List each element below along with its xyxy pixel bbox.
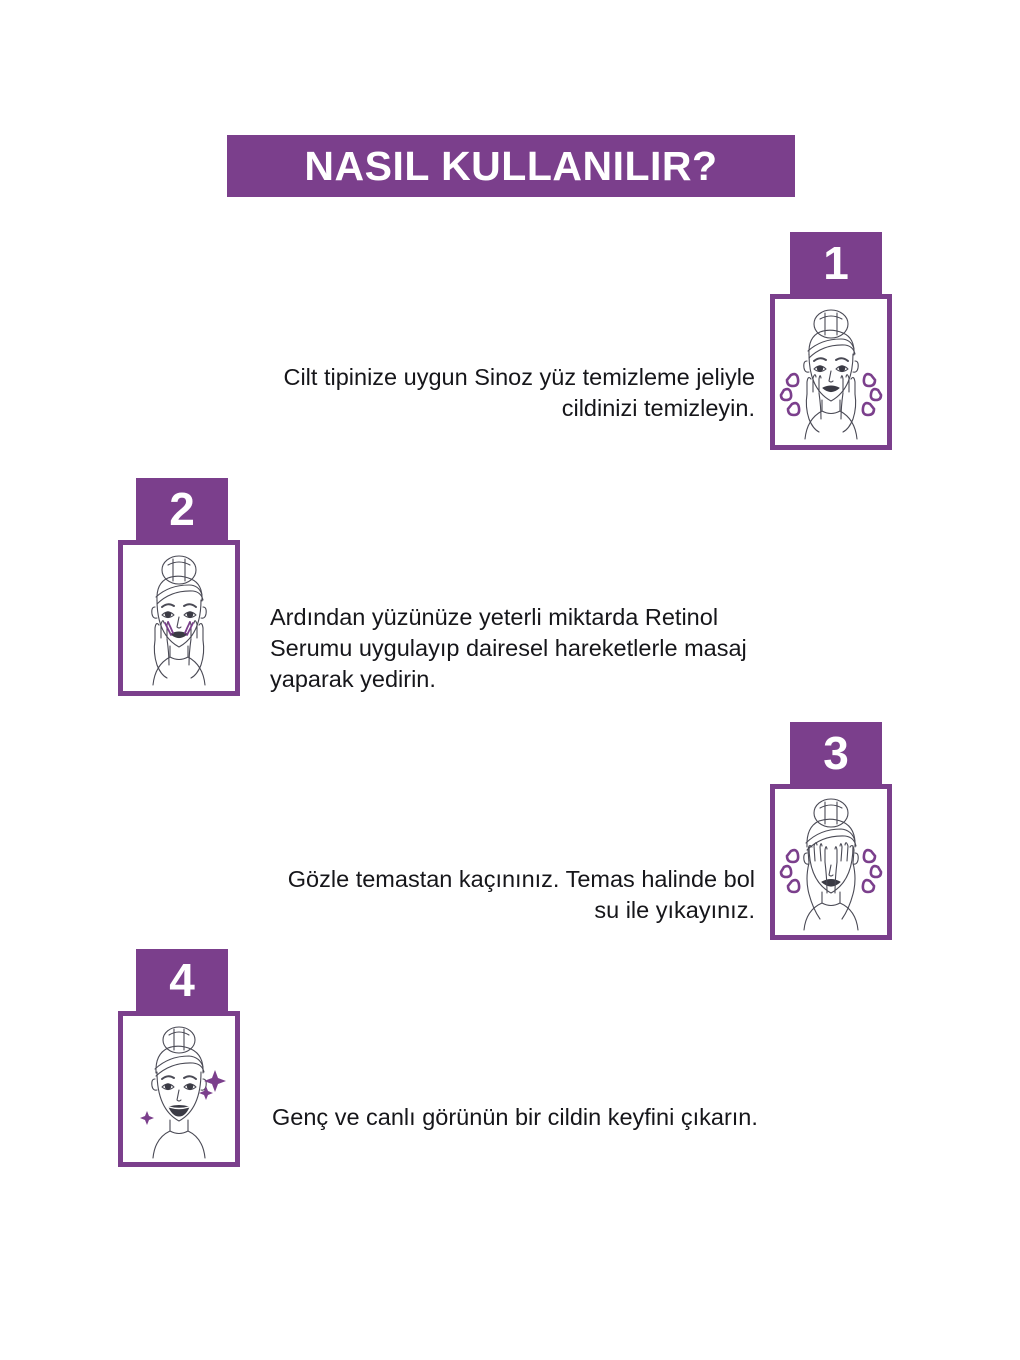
- step-2-number-badge: 2: [136, 478, 228, 540]
- sparkle-decorations: [140, 1070, 226, 1125]
- droplet-decorations: [779, 372, 801, 417]
- woman-hands-over-eyes-icon: [779, 798, 883, 931]
- step-1-number: 1: [823, 237, 849, 289]
- page-title: NASIL KULLANILIR?: [304, 142, 718, 189]
- step-2-number: 2: [169, 483, 195, 535]
- step-3-number: 3: [823, 727, 849, 779]
- woman-hands-on-cheeks-icon: [779, 309, 883, 440]
- step-3-illustration-card: [770, 784, 892, 940]
- woman-serum-on-cheeks-icon: [151, 555, 207, 686]
- step-1-number-badge: 1: [790, 232, 882, 294]
- step-4-number: 4: [169, 954, 195, 1006]
- woman-glowing-face-icon: [140, 1026, 226, 1159]
- step-4-number-badge: 4: [136, 949, 228, 1011]
- step-2-description: Ardından yüzünüze yeterli miktarda Retin…: [270, 603, 747, 693]
- step-2-illustration-card: [118, 540, 240, 696]
- step-4-description: Genç ve canlı görünün bir cildin keyfini…: [272, 1103, 758, 1130]
- step-3-number-badge: 3: [790, 722, 882, 784]
- step-3-description: Gözle temastan kaçınınız. Temas halinde …: [287, 865, 755, 923]
- step-4-illustration-card: [118, 1011, 240, 1167]
- page-title-banner: NASIL KULLANILIR?: [227, 135, 795, 197]
- step-1-description: Cilt tipinize uygun Sinoz yüz temizleme …: [283, 363, 755, 421]
- step-1-illustration-card: [770, 294, 892, 450]
